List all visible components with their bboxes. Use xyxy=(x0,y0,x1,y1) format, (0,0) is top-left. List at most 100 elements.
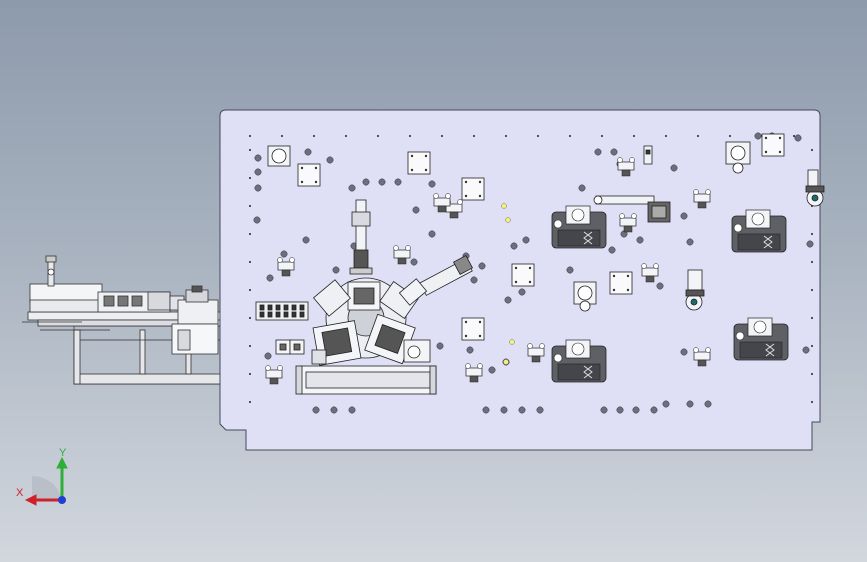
sensor-dot xyxy=(501,203,507,209)
bracket-screw xyxy=(528,266,532,270)
bracket-screw xyxy=(410,154,414,158)
mounting-hole xyxy=(806,240,814,248)
slide-arm xyxy=(593,145,671,223)
valve-body xyxy=(465,367,483,377)
gripper-mark xyxy=(763,235,773,249)
pin-dot xyxy=(537,135,539,137)
gripper-port xyxy=(751,212,765,226)
mounting-hole xyxy=(608,246,616,254)
round-dials xyxy=(267,141,751,312)
gripper-base xyxy=(557,229,601,247)
valve-fitting xyxy=(393,245,399,251)
bracket-screw xyxy=(778,136,782,140)
bracket-screw xyxy=(464,180,468,184)
valve-fitting xyxy=(539,343,545,349)
bracket-screw xyxy=(612,274,616,278)
mounting-hole xyxy=(636,236,644,244)
gripper-port xyxy=(753,320,767,334)
mounting-hole xyxy=(536,406,544,414)
pin-dot xyxy=(249,233,251,235)
pin-dot xyxy=(249,149,251,151)
valve-fitting xyxy=(653,263,659,269)
valve-core xyxy=(469,375,479,383)
gripper-mark xyxy=(583,365,593,379)
feeder-conveyor-assembly xyxy=(22,255,223,385)
valve-body xyxy=(619,217,637,227)
pin-dot xyxy=(249,373,251,375)
bracket-screw xyxy=(424,154,428,158)
bracket-screw xyxy=(464,194,468,198)
pin-dot xyxy=(249,261,251,263)
gripper-base xyxy=(737,233,781,251)
mounting-hole xyxy=(428,230,436,238)
mounting-hole xyxy=(478,262,486,270)
mounting-hole xyxy=(362,178,370,186)
valve-body xyxy=(393,249,411,259)
valve-fitting xyxy=(527,343,533,349)
square-bracket xyxy=(511,263,535,287)
valve-fitting xyxy=(445,193,451,199)
pin-dot xyxy=(281,135,283,137)
valve-core xyxy=(269,377,279,385)
mounting-hole xyxy=(610,148,618,156)
mounting-hole xyxy=(254,154,262,162)
pin-dot xyxy=(249,177,251,179)
valve-body xyxy=(527,347,545,357)
mounting-hole xyxy=(428,180,436,188)
valve-body xyxy=(617,161,635,171)
valve-core xyxy=(531,355,541,363)
mounting-hole xyxy=(500,406,508,414)
mounting-hole xyxy=(470,276,478,284)
mounting-hole xyxy=(410,258,418,266)
bracket-screw xyxy=(478,320,482,324)
gripper-mark xyxy=(583,231,593,245)
x-axis-label: X xyxy=(16,487,24,499)
valve-fitting xyxy=(265,365,271,371)
gripper-port xyxy=(571,342,585,356)
mounting-hole xyxy=(302,236,310,244)
mounting-hole xyxy=(280,250,288,258)
bracket-screw xyxy=(626,274,630,278)
mounting-hole xyxy=(510,242,518,250)
mounting-hole xyxy=(670,164,678,172)
pin-dot xyxy=(505,135,507,137)
mounting-hole xyxy=(412,206,420,214)
mounting-hole xyxy=(686,238,694,246)
mounting-hole xyxy=(656,282,664,290)
mounting-hole xyxy=(348,184,356,192)
pin-dot xyxy=(409,135,411,137)
valve-core xyxy=(397,257,407,265)
y-axis-label: Y xyxy=(59,447,67,459)
valve-body xyxy=(693,193,711,203)
valve-body xyxy=(433,197,451,207)
mounting-hole xyxy=(488,366,496,374)
pin-dot xyxy=(601,135,603,137)
valve-fitting xyxy=(631,213,637,219)
mounting-hole xyxy=(522,236,530,244)
mounting-hole xyxy=(578,184,586,192)
valve-core xyxy=(623,225,633,233)
bracket-screw xyxy=(764,150,768,154)
gripper-base xyxy=(739,341,783,359)
mounting-hole xyxy=(332,266,340,274)
mounting-hole xyxy=(378,178,386,186)
square-bracket xyxy=(761,133,785,157)
valve-core xyxy=(621,169,631,177)
valve-core xyxy=(697,359,707,367)
pin-dot xyxy=(569,135,571,137)
valve-fitting xyxy=(705,189,711,195)
mounting-hole xyxy=(266,274,274,282)
valve-fitting xyxy=(477,363,483,369)
valve-fitting xyxy=(277,365,283,371)
pin-dot xyxy=(811,149,813,151)
valve-fitting xyxy=(693,347,699,353)
valve-core xyxy=(437,205,447,213)
mounting-hole xyxy=(662,400,670,408)
valve-fitting xyxy=(705,347,711,353)
bracket-screw xyxy=(300,180,304,184)
mounting-hole xyxy=(326,156,334,164)
mounting-hole xyxy=(253,216,261,224)
valve-body xyxy=(693,351,711,361)
valve-units xyxy=(265,157,711,385)
